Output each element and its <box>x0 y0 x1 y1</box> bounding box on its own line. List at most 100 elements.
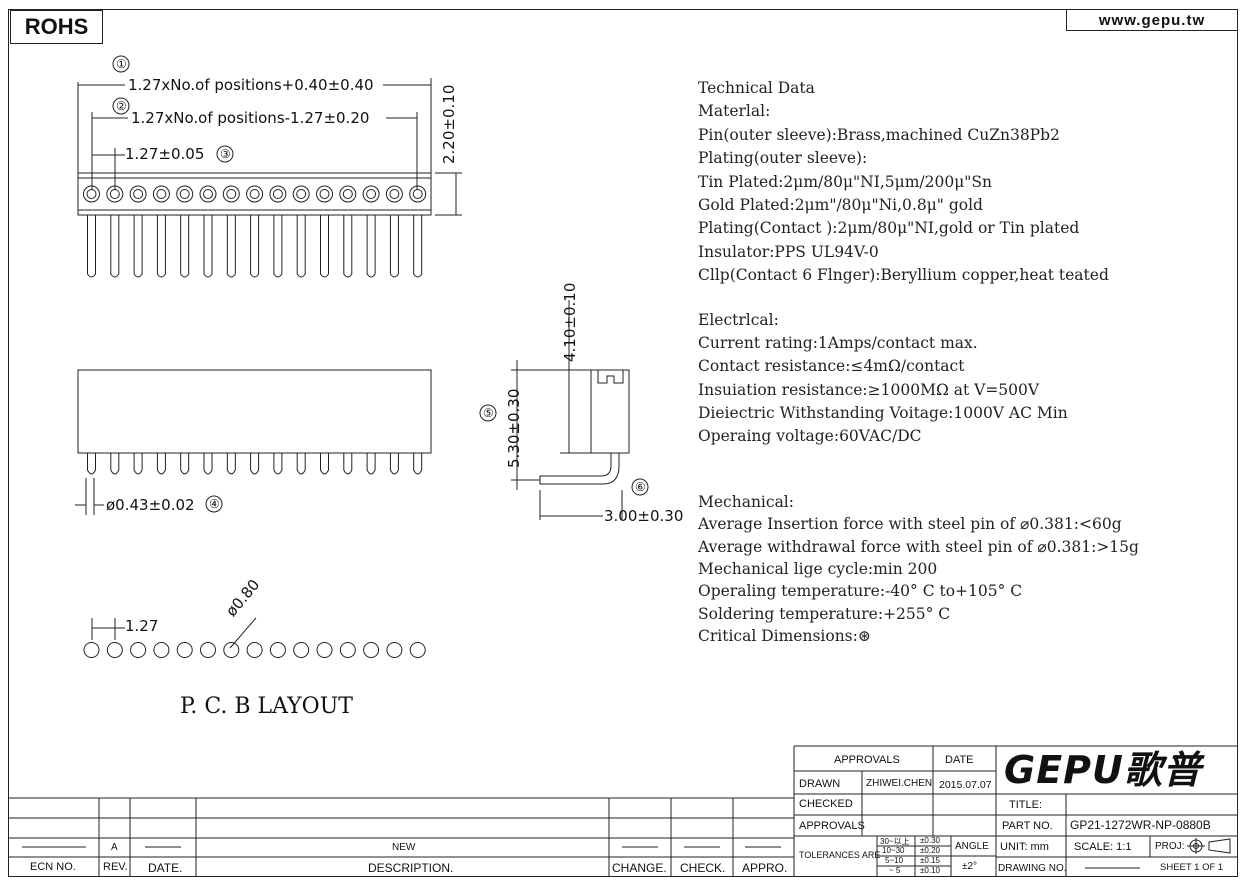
socket-inner <box>156 189 167 199</box>
dim-6-label: 3.00±0.30 <box>604 507 684 525</box>
projection-symbol <box>1187 838 1231 854</box>
pcb-hole <box>176 642 193 658</box>
mechanical-line: Critical Dimensions:⊛ <box>698 626 871 645</box>
socket-outer <box>362 185 380 203</box>
approvals-header: APPROVALS <box>834 754 900 766</box>
electrical-line: Contact resistance:≤4mΩ/contact <box>698 357 965 376</box>
socket-outer <box>246 185 264 203</box>
pcb-hole <box>409 642 426 658</box>
side-view-body <box>590 369 630 454</box>
front-pin <box>133 453 143 475</box>
technical-line: Technical Data <box>698 79 815 97</box>
technical-line: Materlal: <box>698 102 771 121</box>
top-pin <box>273 215 283 278</box>
front-pin <box>180 453 190 475</box>
pcb-hole <box>246 642 263 658</box>
pcb-hole <box>269 642 286 658</box>
drawing-frame <box>8 9 1238 877</box>
front-pin <box>87 453 96 475</box>
socket-outer <box>222 185 240 203</box>
technical-line: Plating(Contact ):2μm/80μ"NI,gold or Tin… <box>698 219 1080 238</box>
top-view-pins <box>87 215 423 278</box>
pcb-holes <box>83 642 426 658</box>
callout-1: ① <box>116 57 127 71</box>
electrical-line: Electrlcal: <box>698 311 779 329</box>
socket-outer <box>385 185 403 203</box>
callout-2: ② <box>116 99 127 113</box>
top-pin <box>110 215 120 278</box>
tol-range-4: ~ 5 <box>889 866 901 875</box>
drawn-by: ZHIWEI.CHEN <box>866 778 933 789</box>
socket-inner <box>226 189 237 199</box>
mechanical-line: Mechanical lige cycle:min 200 <box>698 559 938 578</box>
website-label: www.gepu.tw <box>1066 9 1238 31</box>
pcb-hole <box>386 642 403 658</box>
tolerances-label: TOLERANCES ARE <box>799 850 881 860</box>
electrical-line: Operaing voltage:60VAC/DC <box>698 427 922 445</box>
front-pin <box>273 453 283 475</box>
mechanical-line: Operaling temperature:-40° C to+105° C <box>698 582 1023 601</box>
front-pin <box>413 453 423 475</box>
top-pin <box>296 215 306 278</box>
electrical-line: Current rating:1Amps/contact max. <box>698 334 978 353</box>
top-pin <box>389 215 399 278</box>
front-view-body <box>77 369 432 454</box>
callout-6: ⑥ <box>635 480 646 494</box>
top-pin <box>87 215 96 278</box>
technical-line: Cllp(Contact 6 Flnger):Beryllium copper,… <box>698 266 1109 285</box>
pcb-hole <box>130 642 147 658</box>
top-pin <box>413 215 423 278</box>
socket-inner <box>203 189 213 199</box>
top-view-body <box>77 172 432 216</box>
socket-inner <box>296 189 307 199</box>
dim-4-label: ø0.43±0.02 <box>106 496 195 514</box>
dim-3-label: 1.27±0.05 <box>125 145 205 163</box>
pcb-hole <box>363 642 380 658</box>
socket-outer <box>176 185 194 203</box>
front-pin <box>343 453 353 475</box>
drawing-no-label: DRAWING NO. <box>998 863 1067 874</box>
tol-val-1: ±0.30 <box>920 836 940 845</box>
dim-1-label: 1.27xNo.of positions+0.40±0.40 <box>128 76 374 94</box>
electrical-line: Dieiectric Withstanding Voitage:1000V AC… <box>698 403 1068 422</box>
socket-inner <box>366 189 377 199</box>
title-label: TITLE: <box>1009 799 1043 811</box>
front-pin <box>320 453 329 475</box>
drawn-label: DRAWN <box>799 778 841 790</box>
mechanical-line: Average withdrawal force with steel pin … <box>698 537 1139 556</box>
pcb-hole <box>316 642 333 658</box>
rev-appro-header: APPRO. <box>742 861 788 875</box>
unit-label: UNIT: mm <box>1000 841 1049 853</box>
pcb-pitch-label: 1.27 <box>125 617 159 635</box>
callout-4: ④ <box>209 497 220 511</box>
front-pin <box>226 453 236 475</box>
tol-range-1: 30~以上 <box>880 837 910 846</box>
technical-line: Pin(outer sleeve):Brass,machined CuZn38P… <box>698 125 1060 144</box>
socket-inner <box>249 189 260 199</box>
rev-ecn-header: ECN NO. <box>30 861 76 873</box>
top-view-sockets <box>83 185 427 203</box>
angle-label: ANGLE <box>955 841 989 852</box>
socket-outer <box>199 185 217 203</box>
tol-val-4: ±0.10 <box>920 866 940 875</box>
top-pin <box>180 215 190 278</box>
socket-outer <box>129 185 147 203</box>
top-pin <box>366 215 376 278</box>
rev-value: A <box>111 842 118 853</box>
rev-check-header: CHECK. <box>680 861 726 875</box>
pcb-layout-title: P. C. B LAYOUT <box>180 694 353 719</box>
socket-inner <box>179 189 190 199</box>
top-pin <box>320 215 329 278</box>
tol-val-2: ±0.20 <box>920 846 940 855</box>
technical-line: Insulator:PPS UL94V-0 <box>698 242 879 261</box>
technical-line: Tin Plated:2μm/80μ"NI,5μm/200μ"Sn <box>698 172 993 191</box>
front-pin <box>366 453 376 475</box>
socket-inner <box>319 189 330 199</box>
mechanical-line: Average Insertion force with steel pin o… <box>698 515 1122 534</box>
top-pin <box>203 215 213 278</box>
front-pin <box>203 453 213 475</box>
rohs-badge: ROHS <box>10 10 103 44</box>
date-header: DATE <box>945 754 974 766</box>
approvals-label: APPROVALS <box>799 820 865 832</box>
